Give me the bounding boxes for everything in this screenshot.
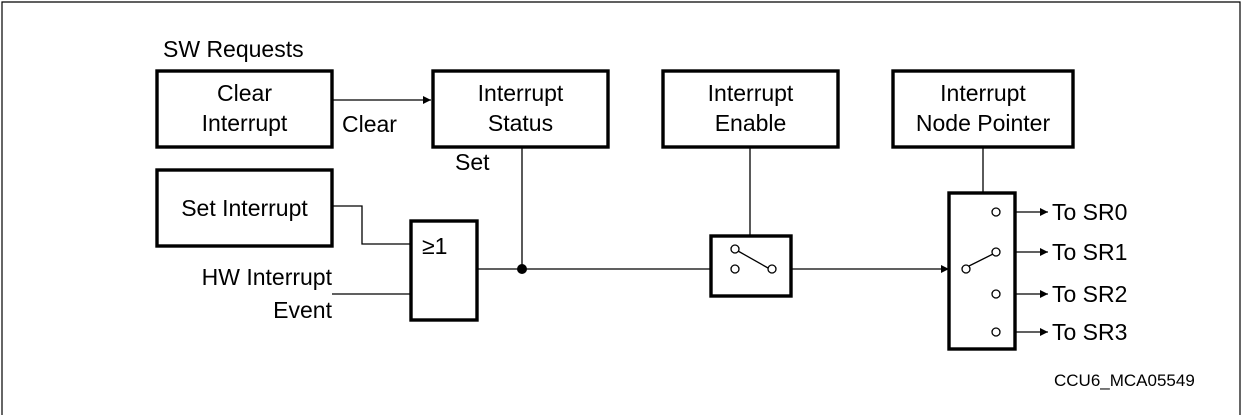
junction-dot [517, 264, 527, 274]
interrupt-node-pointer-line1: Interrupt [940, 80, 1026, 106]
enable-switch [709, 234, 793, 298]
output-sr2-label: To SR2 [1052, 281, 1127, 307]
output-sr1-label: To SR1 [1052, 239, 1127, 265]
clear-interrupt-box [155, 69, 334, 149]
interrupt-status-box [431, 69, 610, 149]
clear-interrupt-line2: Interrupt [202, 110, 288, 136]
or-gate-symbol: ≥1 [422, 233, 447, 259]
clear-interrupt-line1: Clear [217, 80, 272, 106]
output-sr3-label: To SR3 [1052, 319, 1127, 345]
interrupt-enable-box [661, 69, 840, 149]
or-gate [409, 219, 479, 322]
interrupt-status-line1: Interrupt [478, 80, 564, 106]
interrupt-node-pointer-line2: Node Pointer [916, 110, 1051, 136]
hw-event-line2: Event [273, 297, 332, 323]
set-interrupt-wire [332, 205, 411, 245]
clear-signal-label: Clear [342, 111, 397, 137]
sw-requests-label: SW Requests [163, 36, 304, 62]
interrupt-enable-line2: Enable [715, 110, 787, 136]
node-pointer-switch [947, 191, 1017, 351]
figure-id: CCU6_MCA05549 [1054, 371, 1195, 390]
set-signal-label: Set [455, 149, 490, 175]
interrupt-status-line2: Status [488, 110, 553, 136]
hw-event-line1: HW Interrupt [202, 264, 333, 290]
interrupt-enable-line1: Interrupt [708, 80, 794, 106]
interrupt-node-pointer-box [891, 69, 1075, 149]
set-interrupt-label: Set Interrupt [181, 195, 308, 221]
output-sr0-label: To SR0 [1052, 199, 1127, 225]
set-interrupt-box [155, 168, 334, 248]
